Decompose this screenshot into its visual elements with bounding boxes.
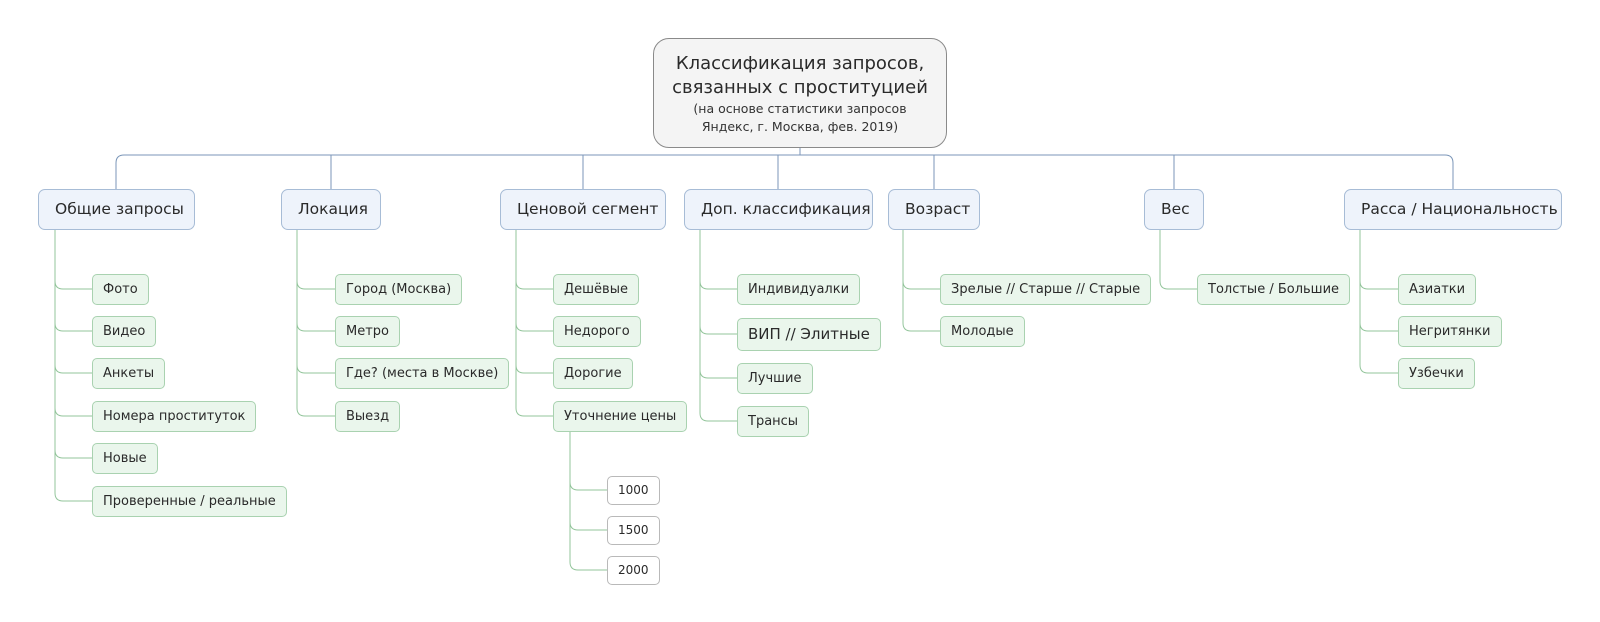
leaf-asian[interactable]: Азиатки xyxy=(1398,274,1477,305)
leaf-connector-1-4 xyxy=(54,230,92,417)
leaf-connector-1-1 xyxy=(54,230,92,290)
leaf-connector-4-1 xyxy=(699,230,737,290)
price-value-1500[interactable]: 1500 xyxy=(607,516,660,545)
leaf-connector-1-5 xyxy=(54,230,92,459)
leaf-connector-8-2 xyxy=(569,432,607,531)
leaf-connector-8-3 xyxy=(569,432,607,571)
leaf-connector-3-2 xyxy=(515,230,553,332)
leaf-connector-5-1 xyxy=(902,230,940,290)
leaf-video[interactable]: Видео xyxy=(92,316,157,347)
leaf-connector-2-2 xyxy=(296,230,335,332)
leaf-best[interactable]: Лучшие xyxy=(737,363,813,394)
leaf-photo[interactable]: Фото xyxy=(92,274,149,305)
category-price-segment[interactable]: Ценовой сегмент xyxy=(500,189,666,230)
leaf-connector-8-1 xyxy=(569,432,607,491)
leaf-connector-3-3 xyxy=(515,230,553,374)
root-connector-bus xyxy=(115,154,1454,189)
leaf-connector-2-4 xyxy=(296,230,335,417)
leaf-connector-3-1 xyxy=(515,230,553,290)
leaf-connector-4-3 xyxy=(699,230,737,379)
leaf-connector-6-1 xyxy=(1159,230,1197,290)
root-subtitle-line-2: Яндекс, г. Москва, фев. 2019) xyxy=(701,119,899,134)
leaf-new[interactable]: Новые xyxy=(92,443,158,474)
leaf-verified-real[interactable]: Проверенные / реальные xyxy=(92,486,287,517)
price-value-2000[interactable]: 2000 xyxy=(607,556,660,585)
leaf-young[interactable]: Молодые xyxy=(940,316,1025,347)
leaf-city-moscow[interactable]: Город (Москва) xyxy=(335,274,463,305)
leaf-connector-7-2 xyxy=(1359,230,1398,332)
leaf-connector-1-2 xyxy=(54,230,92,332)
category-race-nationality[interactable]: Расса / Национальность xyxy=(1344,189,1562,230)
category-extra-classification[interactable]: Доп. классификация xyxy=(684,189,873,230)
leaf-connector-4-2 xyxy=(699,230,737,335)
leaf-connector-4-4 xyxy=(699,230,737,422)
root-topic[interactable]: Классификация запросов, связанных с прос… xyxy=(653,38,947,148)
leaf-connector-2-3 xyxy=(296,230,335,374)
leaf-connector-5-2 xyxy=(902,230,940,332)
root-subtitle-line-1: (на основе статистики запросов xyxy=(693,101,907,116)
leaf-phone-numbers[interactable]: Номера проституток xyxy=(92,401,257,432)
leaf-uzbek[interactable]: Узбечки xyxy=(1398,358,1475,389)
category-location[interactable]: Локация xyxy=(281,189,381,230)
leaf-connector-1-6 xyxy=(54,230,92,502)
price-value-1000[interactable]: 1000 xyxy=(607,476,660,505)
leaf-black[interactable]: Негритянки xyxy=(1398,316,1502,347)
leaf-outcall[interactable]: Выезд xyxy=(335,401,401,432)
root-title-line-1: Классификация запросов, xyxy=(675,53,925,74)
leaf-places-in-moscow[interactable]: Где? (места в Москве) xyxy=(335,358,510,389)
root-title-line-2: связанных с проституцией xyxy=(672,77,928,98)
category-age[interactable]: Возраст xyxy=(888,189,980,230)
leaf-large[interactable]: Толстые / Большие xyxy=(1197,274,1351,305)
leaf-cheap[interactable]: Дешёвые xyxy=(553,274,639,305)
leaf-vip-elite[interactable]: ВИП // Элитные xyxy=(737,318,881,351)
leaf-inexpensive[interactable]: Недорого xyxy=(553,316,641,347)
leaf-independents[interactable]: Индивидуалки xyxy=(737,274,861,305)
leaf-expensive[interactable]: Дорогие xyxy=(553,358,633,389)
leaf-connector-7-1 xyxy=(1359,230,1398,290)
leaf-metro[interactable]: Метро xyxy=(335,316,400,347)
leaf-profiles[interactable]: Анкеты xyxy=(92,358,166,389)
leaf-connector-3-4 xyxy=(515,230,553,417)
leaf-connector-7-3 xyxy=(1359,230,1398,374)
leaf-mature-older[interactable]: Зрелые // Старше // Старые xyxy=(940,274,1152,305)
leaf-connector-1-3 xyxy=(54,230,92,374)
leaf-connector-2-1 xyxy=(296,230,335,290)
category-general-queries[interactable]: Общие запросы xyxy=(38,189,195,230)
leaf-trans[interactable]: Трансы xyxy=(737,406,810,437)
leaf-price-clarification[interactable]: Уточнение цены xyxy=(553,401,688,432)
category-weight[interactable]: Вес xyxy=(1144,189,1204,230)
